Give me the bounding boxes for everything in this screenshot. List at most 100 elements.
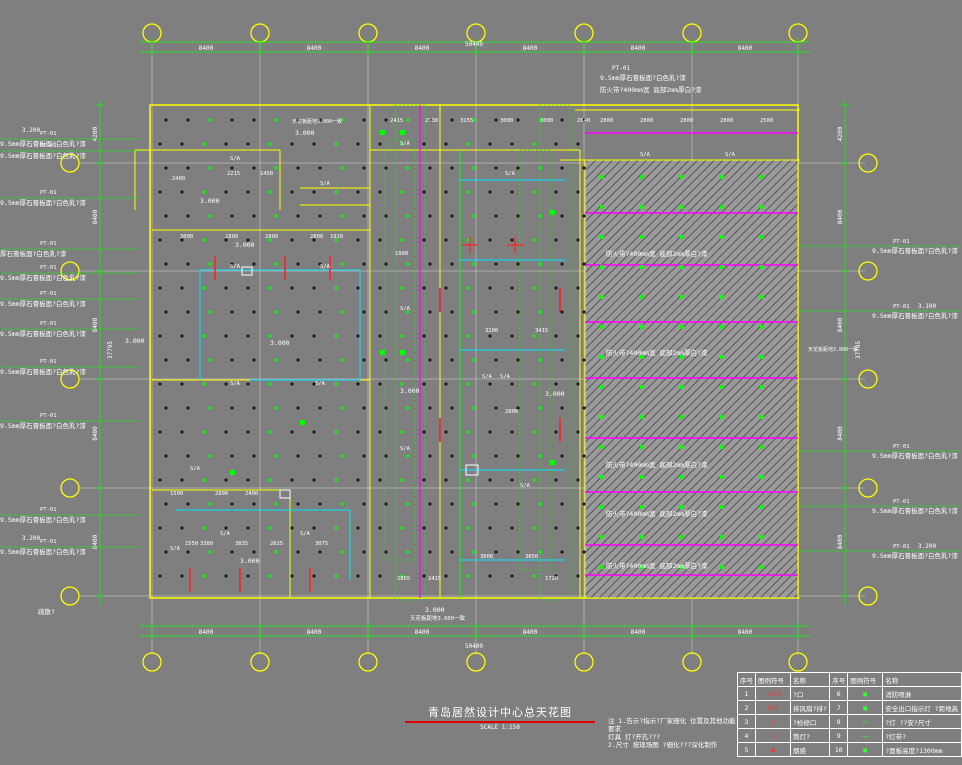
sprinkler-mark — [720, 445, 724, 449]
downlight-dot — [450, 262, 454, 266]
downlight-dot — [516, 358, 520, 362]
downlight-dot — [340, 310, 344, 314]
downlight-dot — [444, 526, 448, 530]
inner-dimension-text: 2630 — [425, 118, 438, 124]
downlight-dot — [384, 406, 388, 410]
downlight-dot — [444, 478, 448, 482]
sprinkler-mark — [720, 505, 724, 509]
downlight-dot — [296, 166, 300, 170]
downlight-dot — [400, 574, 404, 578]
downlight-dot — [164, 118, 168, 122]
downlight-dot — [296, 454, 300, 458]
downlight-dot — [268, 286, 272, 290]
right-label-text: 9.5mm厚石膏板面?白色乳?漆 — [872, 551, 958, 560]
downlight-dot — [510, 382, 514, 386]
downlight-dot — [290, 286, 294, 290]
downlight-dot — [516, 310, 520, 314]
downlight-dot — [538, 358, 542, 362]
downlight-dot — [318, 310, 322, 314]
sprinkler-mark — [600, 175, 604, 179]
downlight-dot — [224, 142, 228, 146]
downlight-dot — [406, 214, 410, 218]
downlight-dot — [554, 142, 558, 146]
downlight-dot — [494, 262, 498, 266]
downlight-dot — [582, 214, 586, 218]
sprinkler-mark — [760, 415, 764, 419]
right-label-code: PT-01 — [893, 544, 910, 550]
downlight-dot — [246, 478, 250, 482]
downlight-dot — [202, 478, 206, 482]
downlight-dot — [208, 454, 212, 458]
downlight-dot — [246, 526, 250, 530]
inner-dimension-text: 2400 — [172, 176, 185, 182]
legend-symbol: E/F — [755, 700, 791, 715]
left-label-text: 9.5mm厚石膏板面?白色乳?漆 — [0, 151, 86, 160]
downlight-dot — [362, 454, 366, 458]
downlight-dot — [252, 406, 256, 410]
legend-no: 3 — [737, 714, 756, 729]
sprinkler-mark — [680, 205, 684, 209]
sprinkler-mark — [600, 355, 604, 359]
downlight-dot — [230, 454, 234, 458]
right-label-text: 9.5mm厚石膏板面?白色乳?漆 — [872, 451, 958, 460]
supply-air-mark: S/A — [230, 381, 241, 387]
left-label-code: PT-01 — [40, 507, 57, 513]
corridor-grid — [519, 149, 551, 571]
downlight-dot — [422, 190, 426, 194]
downlight-dot — [318, 406, 322, 410]
ceiling-elevation-mark: 3.000 — [270, 339, 290, 347]
dimension-text: 8400 — [415, 629, 430, 636]
left-label-text: 9.5mm厚石膏板面?白色乳?漆 — [0, 547, 86, 556]
supply-air-mark: S/A — [315, 381, 326, 387]
downlight-dot — [186, 358, 190, 362]
downlight-dot — [274, 550, 278, 554]
inner-dimension-text: 2800 — [640, 118, 653, 124]
supply-air-mark: S/A — [640, 152, 651, 158]
right-label-code: PT-01 — [893, 304, 910, 310]
downlight-dot — [312, 574, 316, 578]
legend-header: 序号 — [829, 672, 849, 687]
sprinkler-mark — [400, 130, 405, 135]
downlight-dot — [400, 430, 404, 434]
downlight-dot — [450, 406, 454, 410]
sprinkler-mark — [600, 535, 604, 539]
downlight-dot — [488, 430, 492, 434]
downlight-dot — [274, 214, 278, 218]
downlight-dot — [378, 286, 382, 290]
downlight-dot — [268, 334, 272, 338]
legend-symbol: ■ — [847, 742, 884, 757]
downlight-dot — [296, 262, 300, 266]
downlight-dot — [202, 382, 206, 386]
inner-dimension-text: 3415 — [535, 328, 548, 334]
downlight-dot — [400, 478, 404, 482]
downlight-dot — [334, 478, 338, 482]
downlight-dot — [334, 430, 338, 434]
downlight-dot — [224, 334, 228, 338]
sprinkler-mark — [600, 565, 604, 569]
downlight-dot — [532, 478, 536, 482]
downlight-dot — [180, 190, 184, 194]
downlight-dot — [488, 574, 492, 578]
downlight-dot — [422, 142, 426, 146]
downlight-dot — [224, 382, 228, 386]
dimension-text: 8400 — [837, 317, 844, 332]
downlight-dot — [516, 550, 520, 554]
sprinkler-mark — [680, 175, 684, 179]
sprinkler-mark — [680, 265, 684, 269]
downlight-dot — [378, 478, 382, 482]
inner-note-right: 天花板距地3.000一致 — [808, 346, 858, 353]
downlight-dot — [384, 358, 388, 362]
downlight-dot — [576, 382, 580, 386]
downlight-dot — [356, 430, 360, 434]
downlight-dot — [488, 190, 492, 194]
inner-dimension-text: 3200 — [485, 328, 498, 334]
downlight-dot — [252, 454, 256, 458]
ceiling-elevation-mark: 3.000 — [400, 387, 420, 395]
downlight-dot — [230, 358, 234, 362]
sprinkler-mark — [680, 355, 684, 359]
legend-name: ?检修口 — [789, 714, 831, 729]
downlight-dot — [384, 502, 388, 506]
downlight-dot — [180, 478, 184, 482]
right-label-code: PT-01 — [893, 444, 910, 450]
inner-dimension-text: 2415 — [428, 576, 441, 582]
